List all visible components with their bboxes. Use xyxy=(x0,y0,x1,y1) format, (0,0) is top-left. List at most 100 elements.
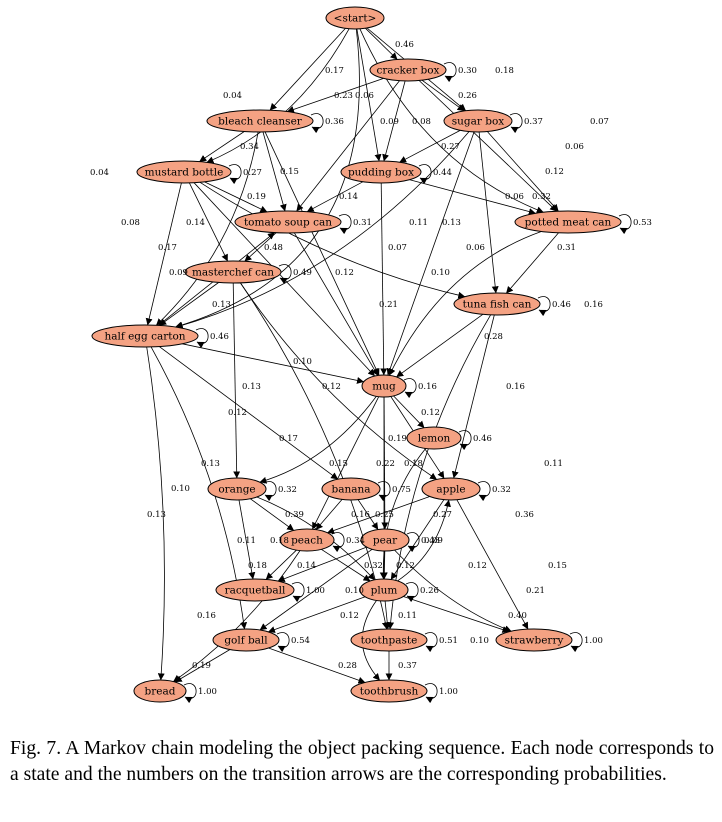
node-shape-cracker xyxy=(369,58,447,82)
edge-probability-banana-to-banana: 0.75 xyxy=(392,485,411,495)
node-label-potted: potted meat can xyxy=(525,217,612,229)
node-label-start: <start> xyxy=(334,13,377,25)
edge-probability-peach-to-racquetball: 0.18 xyxy=(248,561,267,571)
node-label-sugar: sugar box xyxy=(452,116,505,128)
edge-probability-sugar-to-halfegg: 0.13 xyxy=(442,218,461,228)
edge-lemon-to-plum xyxy=(379,448,426,580)
edge-probability-sugar-to-tuna: 0.06 xyxy=(505,192,524,202)
edge-probability-golfball-to-golfball: 0.54 xyxy=(291,636,310,646)
edge-probability-start-to-pudding: 0.06 xyxy=(355,91,374,101)
node-shape-tuna xyxy=(453,292,541,316)
edge-probability-masterchef-to-halfegg: 0.13 xyxy=(212,300,231,310)
edge-cracker-to-pudding xyxy=(382,80,406,162)
edge-probability-start-to-sugar: 0.18 xyxy=(495,66,514,76)
edge-probability-orange-to-plum: 0.18 xyxy=(270,536,289,546)
node-tomato: tomato soup can xyxy=(234,210,342,234)
edge-probability-pudding-to-potted: 0.32 xyxy=(532,192,551,202)
figure-caption: Fig. 7. A Markov chain modeling the obje… xyxy=(10,738,714,785)
edge-probability-mug-to-pear: 0.19 xyxy=(388,434,407,444)
edge-probability-halfegg-to-banana: 0.12 xyxy=(228,408,247,418)
edge-probability-bleach-to-bleach: 0.36 xyxy=(325,117,344,127)
node-sugar: sugar box xyxy=(443,109,513,133)
edge-probability-cracker-to-sugar: 0.26 xyxy=(458,91,477,101)
node-lemon: lemon xyxy=(406,426,462,450)
edge-bleach-to-tomato xyxy=(262,131,287,212)
node-shape-bleach xyxy=(206,109,314,133)
node-label-pudding: pudding box xyxy=(348,167,414,179)
edge-probability-mustard-to-mustard: 0.27 xyxy=(243,168,262,178)
edge-probability-mug-to-orange: 0.17 xyxy=(279,434,298,444)
node-label-tuna: tuna fish can xyxy=(463,299,532,311)
edge-probability-golfball-to-toothbrush: 0.28 xyxy=(338,661,357,671)
edge-masterchef-to-apple xyxy=(240,282,437,480)
edge-probability-pear-to-golfball: 0.10 xyxy=(345,586,364,596)
edge-probability-halfegg-to-bread: 0.13 xyxy=(147,510,166,520)
edge-probability-mug-to-lemon: 0.12 xyxy=(421,408,440,418)
edge-apple-to-strawberry xyxy=(456,499,529,630)
edge-bleach-to-bleach xyxy=(310,113,324,134)
edge-pear-to-strawberry xyxy=(394,549,512,633)
edge-golfball-to-bread xyxy=(174,649,231,683)
node-cracker: cracker box xyxy=(369,58,447,82)
edge-probability-start-to-mustard: 0.04 xyxy=(223,91,242,101)
edge-pear-to-pear xyxy=(406,532,420,553)
edge-bleach-to-halfegg xyxy=(156,131,259,326)
edge-lemon-to-lemon xyxy=(458,430,472,451)
node-label-peach: peach xyxy=(291,535,323,547)
edge-bread-to-bread xyxy=(183,683,197,704)
edge-probability-tomato-to-mug: 0.21 xyxy=(379,300,398,310)
node-peach: peach xyxy=(279,528,335,552)
edge-sugar-to-potted xyxy=(487,131,559,212)
edge-sugar-to-tuna xyxy=(478,131,499,294)
node-shape-apple xyxy=(421,477,481,501)
edge-probability-orange-to-orange: 0.32 xyxy=(278,485,297,495)
edge-probability-cracker-to-potted: 0.06 xyxy=(565,142,584,152)
edge-mustard-to-tuna xyxy=(199,181,466,299)
edge-plum-to-strawberry xyxy=(403,596,510,633)
node-apple: apple xyxy=(421,477,481,501)
edge-probability-masterchef-to-apple: 0.12 xyxy=(322,382,341,392)
node-shape-mustard xyxy=(136,160,232,184)
node-strawberry: strawberry xyxy=(495,628,573,652)
edge-racquetball-to-racquetball xyxy=(291,582,305,603)
node-tuna: tuna fish can xyxy=(453,292,541,316)
node-label-racquetball: racquetball xyxy=(225,585,286,597)
node-mug: mug xyxy=(361,374,407,398)
node-mustard: mustard bottle xyxy=(136,160,232,184)
edge-probability-sugar-to-mug: 0.06 xyxy=(466,243,485,253)
edge-mustard-to-tomato xyxy=(204,181,268,213)
edge-probability-halfegg-to-golfball: 0.10 xyxy=(171,484,190,494)
node-golfball: golf ball xyxy=(212,628,280,652)
node-pear: pear xyxy=(360,528,410,552)
edge-probability-lemon-to-plum: 0.36 xyxy=(515,510,534,520)
edge-probability-sugar-to-potted: 0.12 xyxy=(545,167,564,177)
edge-plum-to-golfball xyxy=(267,596,366,633)
edge-probability-banana-to-peach: 0.16 xyxy=(351,510,370,520)
edge-tuna-to-tuna xyxy=(537,296,551,317)
edge-probability-cracker-to-tomato: 0.08 xyxy=(412,117,431,127)
edge-probability-toothpaste-to-toothbrush: 0.37 xyxy=(398,661,417,671)
edge-probability-start-to-cracker: 0.46 xyxy=(395,40,414,50)
edge-mustard-to-halfegg xyxy=(145,182,182,326)
node-shape-racquetball xyxy=(215,578,295,602)
edge-peach-to-bread xyxy=(173,550,301,682)
edge-potted-to-mug xyxy=(388,231,542,376)
edge-start-to-potted xyxy=(359,28,544,214)
edge-probability-strawberry-to-strawberry: 1.00 xyxy=(584,636,603,646)
node-label-orange: orange xyxy=(218,484,255,496)
edge-probability-banana-to-pear: 0.25 xyxy=(375,510,394,520)
node-shape-lemon xyxy=(406,426,462,450)
edge-probability-pudding-to-pudding: 0.44 xyxy=(433,168,452,178)
edge-probability-mustard-to-halfegg: 0.17 xyxy=(158,243,177,253)
edge-probability-pear-to-racquetball: 0.14 xyxy=(297,561,316,571)
node-shape-toothbrush xyxy=(350,679,428,703)
edge-sugar-to-sugar xyxy=(509,113,523,134)
node-shape-banana xyxy=(321,477,381,501)
edge-orange-to-racquetball xyxy=(238,499,256,580)
edge-probability-apple-to-peach: 0.27 xyxy=(433,510,452,520)
node-label-bread: bread xyxy=(145,686,176,698)
node-racquetball: racquetball xyxy=(215,578,295,602)
edge-strawberry-to-strawberry xyxy=(569,632,583,653)
edge-peach-to-peach xyxy=(331,532,345,553)
